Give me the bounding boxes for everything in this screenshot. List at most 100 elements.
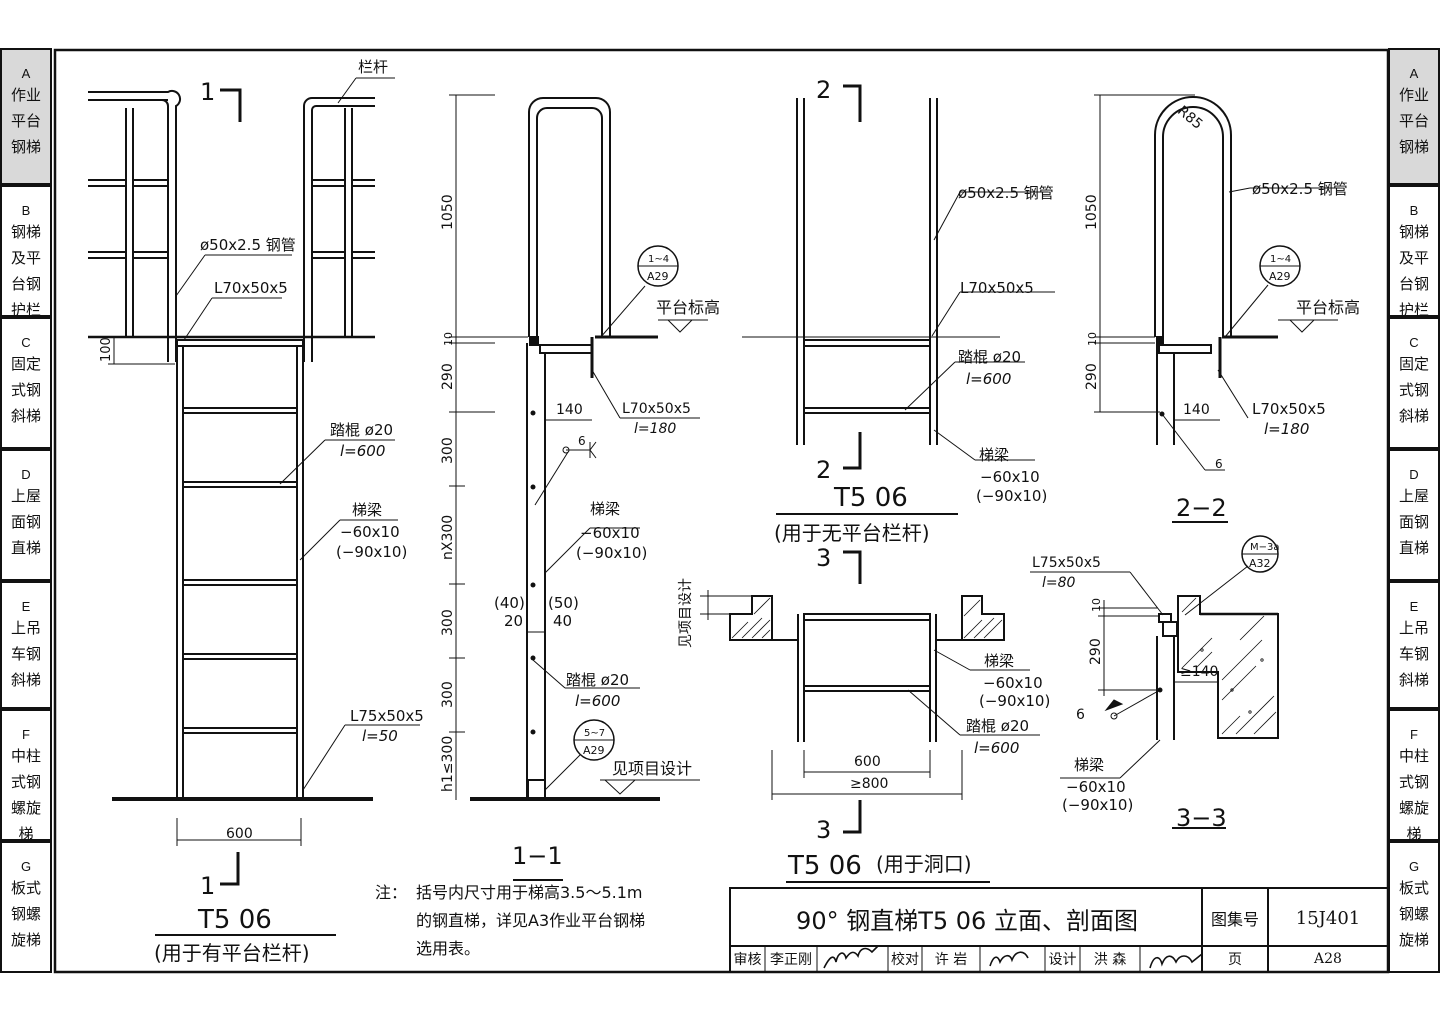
chapter-tab-label: 上吊 车钢 斜梯 xyxy=(10,619,41,689)
section-mark-bottom: 3 xyxy=(816,816,831,844)
view-1-1-section xyxy=(449,94,708,881)
beam-size: −60x10 xyxy=(1066,778,1126,796)
view-3-labels: 3 3 见项目设计 梯梁 −60x10 (−90x10) 踏棍 ø20 l=60… xyxy=(678,544,1050,881)
chapter-tab-g[interactable]: G 板式 钢螺 旋梯 xyxy=(0,841,52,973)
title-block-grid xyxy=(729,887,1389,973)
review-label: 审核 xyxy=(733,952,762,968)
view-1-subtitle: (用于有平台栏杆) xyxy=(154,941,310,965)
dim-nx300: nX300 xyxy=(440,515,456,560)
dim-140: 140 xyxy=(556,402,583,418)
chapter-tab-letter: C xyxy=(21,335,31,350)
chapter-tab-label: 作业 平台 钢梯 xyxy=(1398,86,1429,156)
ref-bottom-sheet: A29 xyxy=(583,744,605,757)
chapter-tab-letter: G xyxy=(1408,859,1420,874)
note-label: 注： xyxy=(375,883,407,902)
chapter-tab-letter: B xyxy=(1409,203,1419,218)
gap-left-2: 20 xyxy=(504,612,523,630)
ref-bottom: 5~7 xyxy=(584,728,605,739)
width-dim: 600 xyxy=(854,754,881,770)
angle-label: L70x50x5 xyxy=(960,279,1034,297)
view-1-1-labels: 1050 10 290 300 nX300 300 300 h1≤300 1~4… xyxy=(440,194,720,870)
pipe-label: ø50x2.5 钢管 xyxy=(200,236,296,254)
chapter-tab-label: 中柱 式钢 螺旋 梯 xyxy=(1398,747,1429,843)
check-label: 校对 xyxy=(891,952,919,968)
chapter-tab-label: 固定 式钢 斜梯 xyxy=(1398,355,1429,425)
view-2-2-title: 2−2 xyxy=(1176,494,1227,522)
chapter-tab-letter: F xyxy=(22,727,30,742)
note-line-2: 的钢直梯，详见A3作业平台钢梯 xyxy=(416,911,645,930)
weld-size: 6 xyxy=(1215,457,1223,471)
view-3-subtitle: (用于洞口) xyxy=(876,852,972,876)
dim-140: 140 xyxy=(1183,402,1210,418)
dim-290: 290 xyxy=(1084,363,1100,390)
drawing-frame xyxy=(53,48,1390,974)
angle-label: L70x50x5 xyxy=(622,401,691,417)
view-2-2-labels: R85 ø50x2.5 钢管 1050 10 290 1~4 A29 平台标高 … xyxy=(1084,103,1360,522)
chapter-tab-letter: A xyxy=(21,66,31,81)
page-number: A28 xyxy=(1314,951,1342,967)
chapter-tab-label: 上屋 面钢 直梯 xyxy=(1398,487,1429,557)
section-mark-top: 1 xyxy=(200,78,215,106)
chapter-tab-label: 作业 平台 钢梯 xyxy=(10,86,41,156)
rung-length: l=600 xyxy=(575,692,620,710)
view-1-labels: 栏杆 ø50x2.5 钢管 L70x50x5 100 踏棍 ø20 l=600 … xyxy=(99,58,424,965)
rung-length: l=600 xyxy=(974,739,1019,757)
note-line-3: 选用表。 xyxy=(416,939,480,958)
dim-10: 10 xyxy=(1086,332,1099,346)
designer-name: 洪 森 xyxy=(1093,952,1127,968)
view-1-title: T5 06 xyxy=(197,905,272,935)
see-project: 见项目设计 xyxy=(678,578,694,648)
dim-1050: 1050 xyxy=(1084,194,1100,230)
pipe-label: ø50x2.5 钢管 xyxy=(958,184,1054,202)
beam-label: 梯梁 xyxy=(1074,756,1104,774)
section-mark-bottom: 2 xyxy=(816,456,831,484)
beam-size-alt: (−90x10) xyxy=(976,487,1047,505)
beam-size: −60x10 xyxy=(340,523,400,541)
checker-signature xyxy=(989,951,1029,967)
beam-size-alt: (−90x10) xyxy=(576,544,647,562)
chapter-tab-label: 板式 钢螺 旋梯 xyxy=(1398,879,1429,949)
ref-top: 1~4 xyxy=(648,254,669,265)
chapter-tab-label: 板式 钢螺 旋梯 xyxy=(10,879,41,949)
beam-size-alt: (−90x10) xyxy=(979,692,1050,710)
atlas-number: 15J401 xyxy=(1295,907,1361,929)
dim-10: 10 xyxy=(1090,598,1103,612)
dim-300c: 300 xyxy=(440,681,456,708)
chapter-tab-a[interactable]: A 作业 平台 钢梯 xyxy=(0,48,52,185)
dim-10: 10 xyxy=(442,332,455,346)
chapter-tab-letter: C xyxy=(1409,335,1419,350)
chapter-tab-label: 上屋 面钢 直梯 xyxy=(10,487,41,557)
beam-size-alt: (−90x10) xyxy=(336,543,407,561)
beam-size-alt: (−90x10) xyxy=(1062,796,1133,814)
chapter-tab-letter: F xyxy=(1410,727,1418,742)
view-3-3-section xyxy=(1030,535,1279,829)
see-project: 见项目设计 xyxy=(612,759,692,778)
chapter-tab-a[interactable]: A 作业 平台 钢梯 xyxy=(1388,48,1440,185)
chapter-tab-letter: G xyxy=(20,859,32,874)
rung-length: l=600 xyxy=(340,442,385,460)
view-2-subtitle: (用于无平台栏杆) xyxy=(774,521,930,545)
rung-label: 踏棍 ø20 xyxy=(966,717,1029,735)
weld-size: 6 xyxy=(1076,707,1085,723)
reviewer-signature xyxy=(823,945,879,969)
dim-300b: 300 xyxy=(440,609,456,636)
weld-size: 6 xyxy=(578,434,586,448)
dim-100: 100 xyxy=(99,337,114,362)
beam-label: 梯梁 xyxy=(590,500,620,518)
angle-length: l=80 xyxy=(1042,575,1076,591)
rung-length: l=600 xyxy=(966,370,1011,388)
platform-elev: 平台标高 xyxy=(656,298,720,317)
beam-label: 梯梁 xyxy=(979,446,1009,464)
rung-label: 踏棍 ø20 xyxy=(330,421,393,439)
view-3-3-title: 3−3 xyxy=(1176,804,1227,832)
ref-sheet: A29 xyxy=(1269,270,1291,283)
chapter-tab-letter: A xyxy=(1409,66,1419,81)
